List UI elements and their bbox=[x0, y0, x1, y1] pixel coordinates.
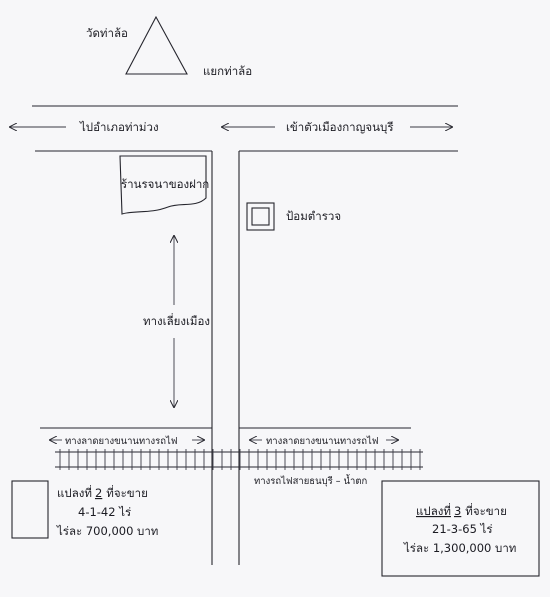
to-city-label: เข้าตัวเมืองกาญจนบุรี bbox=[286, 120, 394, 134]
to-district-label: ไปอำเภอท่าม่วง bbox=[79, 120, 159, 134]
police-box-outer bbox=[246, 202, 275, 231]
plot-2-price: ไร่ละ 700,000 บาท bbox=[56, 524, 158, 538]
plot-3-price: ไร่ละ 1,300,000 บาท bbox=[403, 541, 516, 555]
junction-label: แยกท่าล้อ bbox=[203, 64, 252, 78]
police-box-label: ป้อมตำรวจ bbox=[286, 209, 341, 223]
police-box-inner bbox=[251, 207, 270, 226]
railway-track bbox=[55, 449, 423, 470]
bypass-label: ทางเลี่ยงเมือง bbox=[143, 313, 210, 328]
plot-3-box bbox=[381, 480, 540, 577]
shop-outline bbox=[119, 155, 207, 215]
temple-label: วัดท่าล้อ bbox=[86, 26, 128, 40]
paved-road-right-label: ทางลาดยางขนานทางรถไฟ bbox=[266, 435, 379, 447]
plot-3-size: 21-3-65 ไร่ bbox=[432, 522, 493, 536]
plot-3-number: 3 bbox=[454, 504, 461, 518]
temple-triangle-icon bbox=[125, 15, 188, 75]
plot-2-box bbox=[11, 480, 49, 539]
plot-2-number: 2 bbox=[95, 486, 102, 500]
plot-2-size: 4-1-42 ไร่ bbox=[78, 505, 131, 519]
railway-label: ทางรถไฟสายธนบุรี – น้ำตก bbox=[254, 474, 368, 487]
shop-label: ร้านรจนาของฝาก bbox=[121, 177, 209, 191]
paved-road-left-label: ทางลาดยางขนานทางรถไฟ bbox=[65, 435, 178, 447]
